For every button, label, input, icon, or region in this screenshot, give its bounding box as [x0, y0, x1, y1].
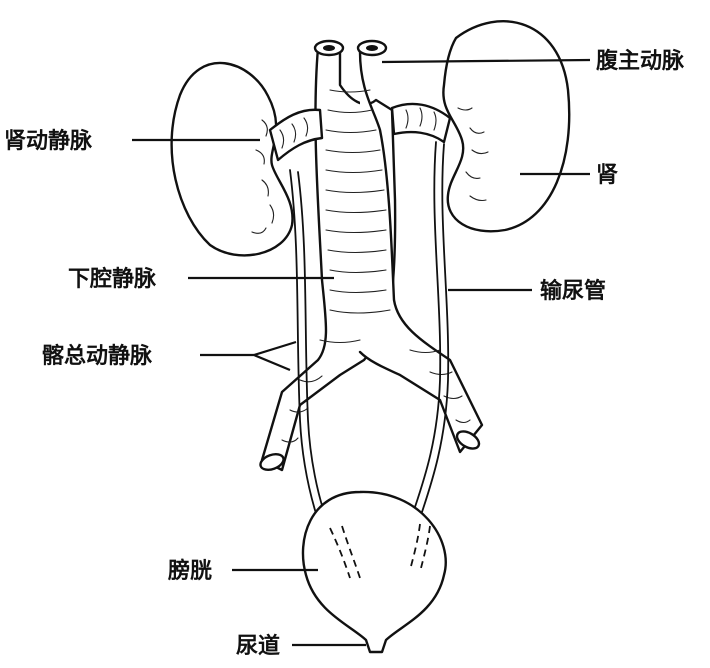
- bladder: [303, 492, 446, 652]
- right-kidney: [443, 21, 569, 231]
- label-abdominal-aorta: 腹主动脉: [596, 48, 685, 74]
- label-urethra: 尿道: [236, 633, 280, 659]
- label-bladder: 膀胱: [168, 558, 212, 584]
- label-kidney: 肾: [596, 163, 618, 188]
- label-renal-artery-vein: 肾动静脉: [4, 128, 93, 154]
- leader-common-iliac: [200, 342, 296, 370]
- label-ureter: 输尿管: [540, 278, 606, 304]
- label-inferior-vena-cava: 下腔静脉: [68, 266, 157, 292]
- left-kidney: [172, 63, 293, 255]
- label-common-iliac: 髂总动静脉: [42, 343, 153, 369]
